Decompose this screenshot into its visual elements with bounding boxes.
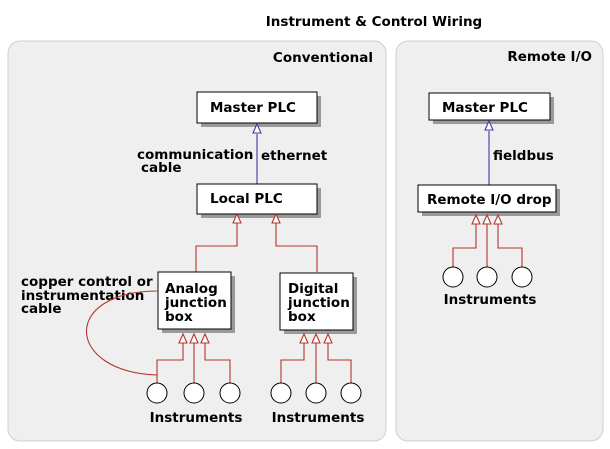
digital-instrument-2 xyxy=(305,382,327,404)
digital-instrument-wiring xyxy=(280,332,352,384)
remote-io-drop-label: Remote I/O drop xyxy=(427,192,552,208)
copper-cable-curve xyxy=(86,290,158,376)
remote-io-panel xyxy=(395,40,604,442)
digital-instrument-3 xyxy=(340,382,362,404)
analog-label-2: junction xyxy=(164,295,227,311)
communication-cable-label-1: communication xyxy=(137,147,253,163)
digital-junction-box: Digital junction box xyxy=(279,272,357,334)
remote-instrument-1 xyxy=(442,266,464,288)
remote-io-heading: Remote I/O xyxy=(507,49,592,65)
digital-instrument-1 xyxy=(270,382,292,404)
remote-io-drop-box: Remote I/O drop xyxy=(417,184,560,216)
conventional-master-plc-label: Master PLC xyxy=(210,100,296,116)
copper-cable-label-3: cable xyxy=(21,301,62,317)
conventional-master-plc-box: Master PLC xyxy=(196,91,321,127)
remote-instrument-2 xyxy=(476,266,498,288)
digital-label-1: Digital xyxy=(288,281,338,297)
diagram-title: Instrument & Control Wiring xyxy=(266,14,482,30)
instruments-label-analog: Instruments xyxy=(150,410,243,426)
digital-label-3: box xyxy=(288,309,316,325)
analog-label-1: Analog xyxy=(165,281,218,297)
digital-label-2: junction xyxy=(287,295,350,311)
analog-instrument-wiring xyxy=(156,332,231,384)
communication-cable-label-2: cable xyxy=(141,160,182,176)
remote-master-plc-label: Master PLC xyxy=(442,100,528,116)
ethernet-label: ethernet xyxy=(261,148,328,164)
local-plc-label: Local PLC xyxy=(210,191,283,207)
analog-instrument-2 xyxy=(183,382,205,404)
copper-cable-label-1: copper control or xyxy=(21,274,153,290)
analog-junction-box: Analog junction box xyxy=(157,271,235,333)
instruments-label-digital: Instruments xyxy=(272,410,365,426)
remote-master-plc-box: Master PLC xyxy=(428,92,554,124)
local-plc-box: Local PLC xyxy=(196,183,321,218)
fieldbus-label: fieldbus xyxy=(493,148,554,164)
local-to-junction-wiring xyxy=(195,212,318,272)
analog-instrument-3 xyxy=(219,382,241,404)
copper-cable-label-2: instrumentation xyxy=(21,288,144,304)
instruments-label-remote: Instruments xyxy=(444,292,537,308)
analog-label-3: box xyxy=(165,309,193,325)
analog-instrument-1 xyxy=(146,382,168,404)
remote-instrument-3 xyxy=(511,266,533,288)
fieldbus-arrow xyxy=(484,119,494,131)
conventional-panel xyxy=(7,40,387,442)
remote-instrument-wiring xyxy=(452,213,523,267)
ethernet-arrow xyxy=(252,122,262,134)
conventional-heading: Conventional xyxy=(273,50,373,66)
